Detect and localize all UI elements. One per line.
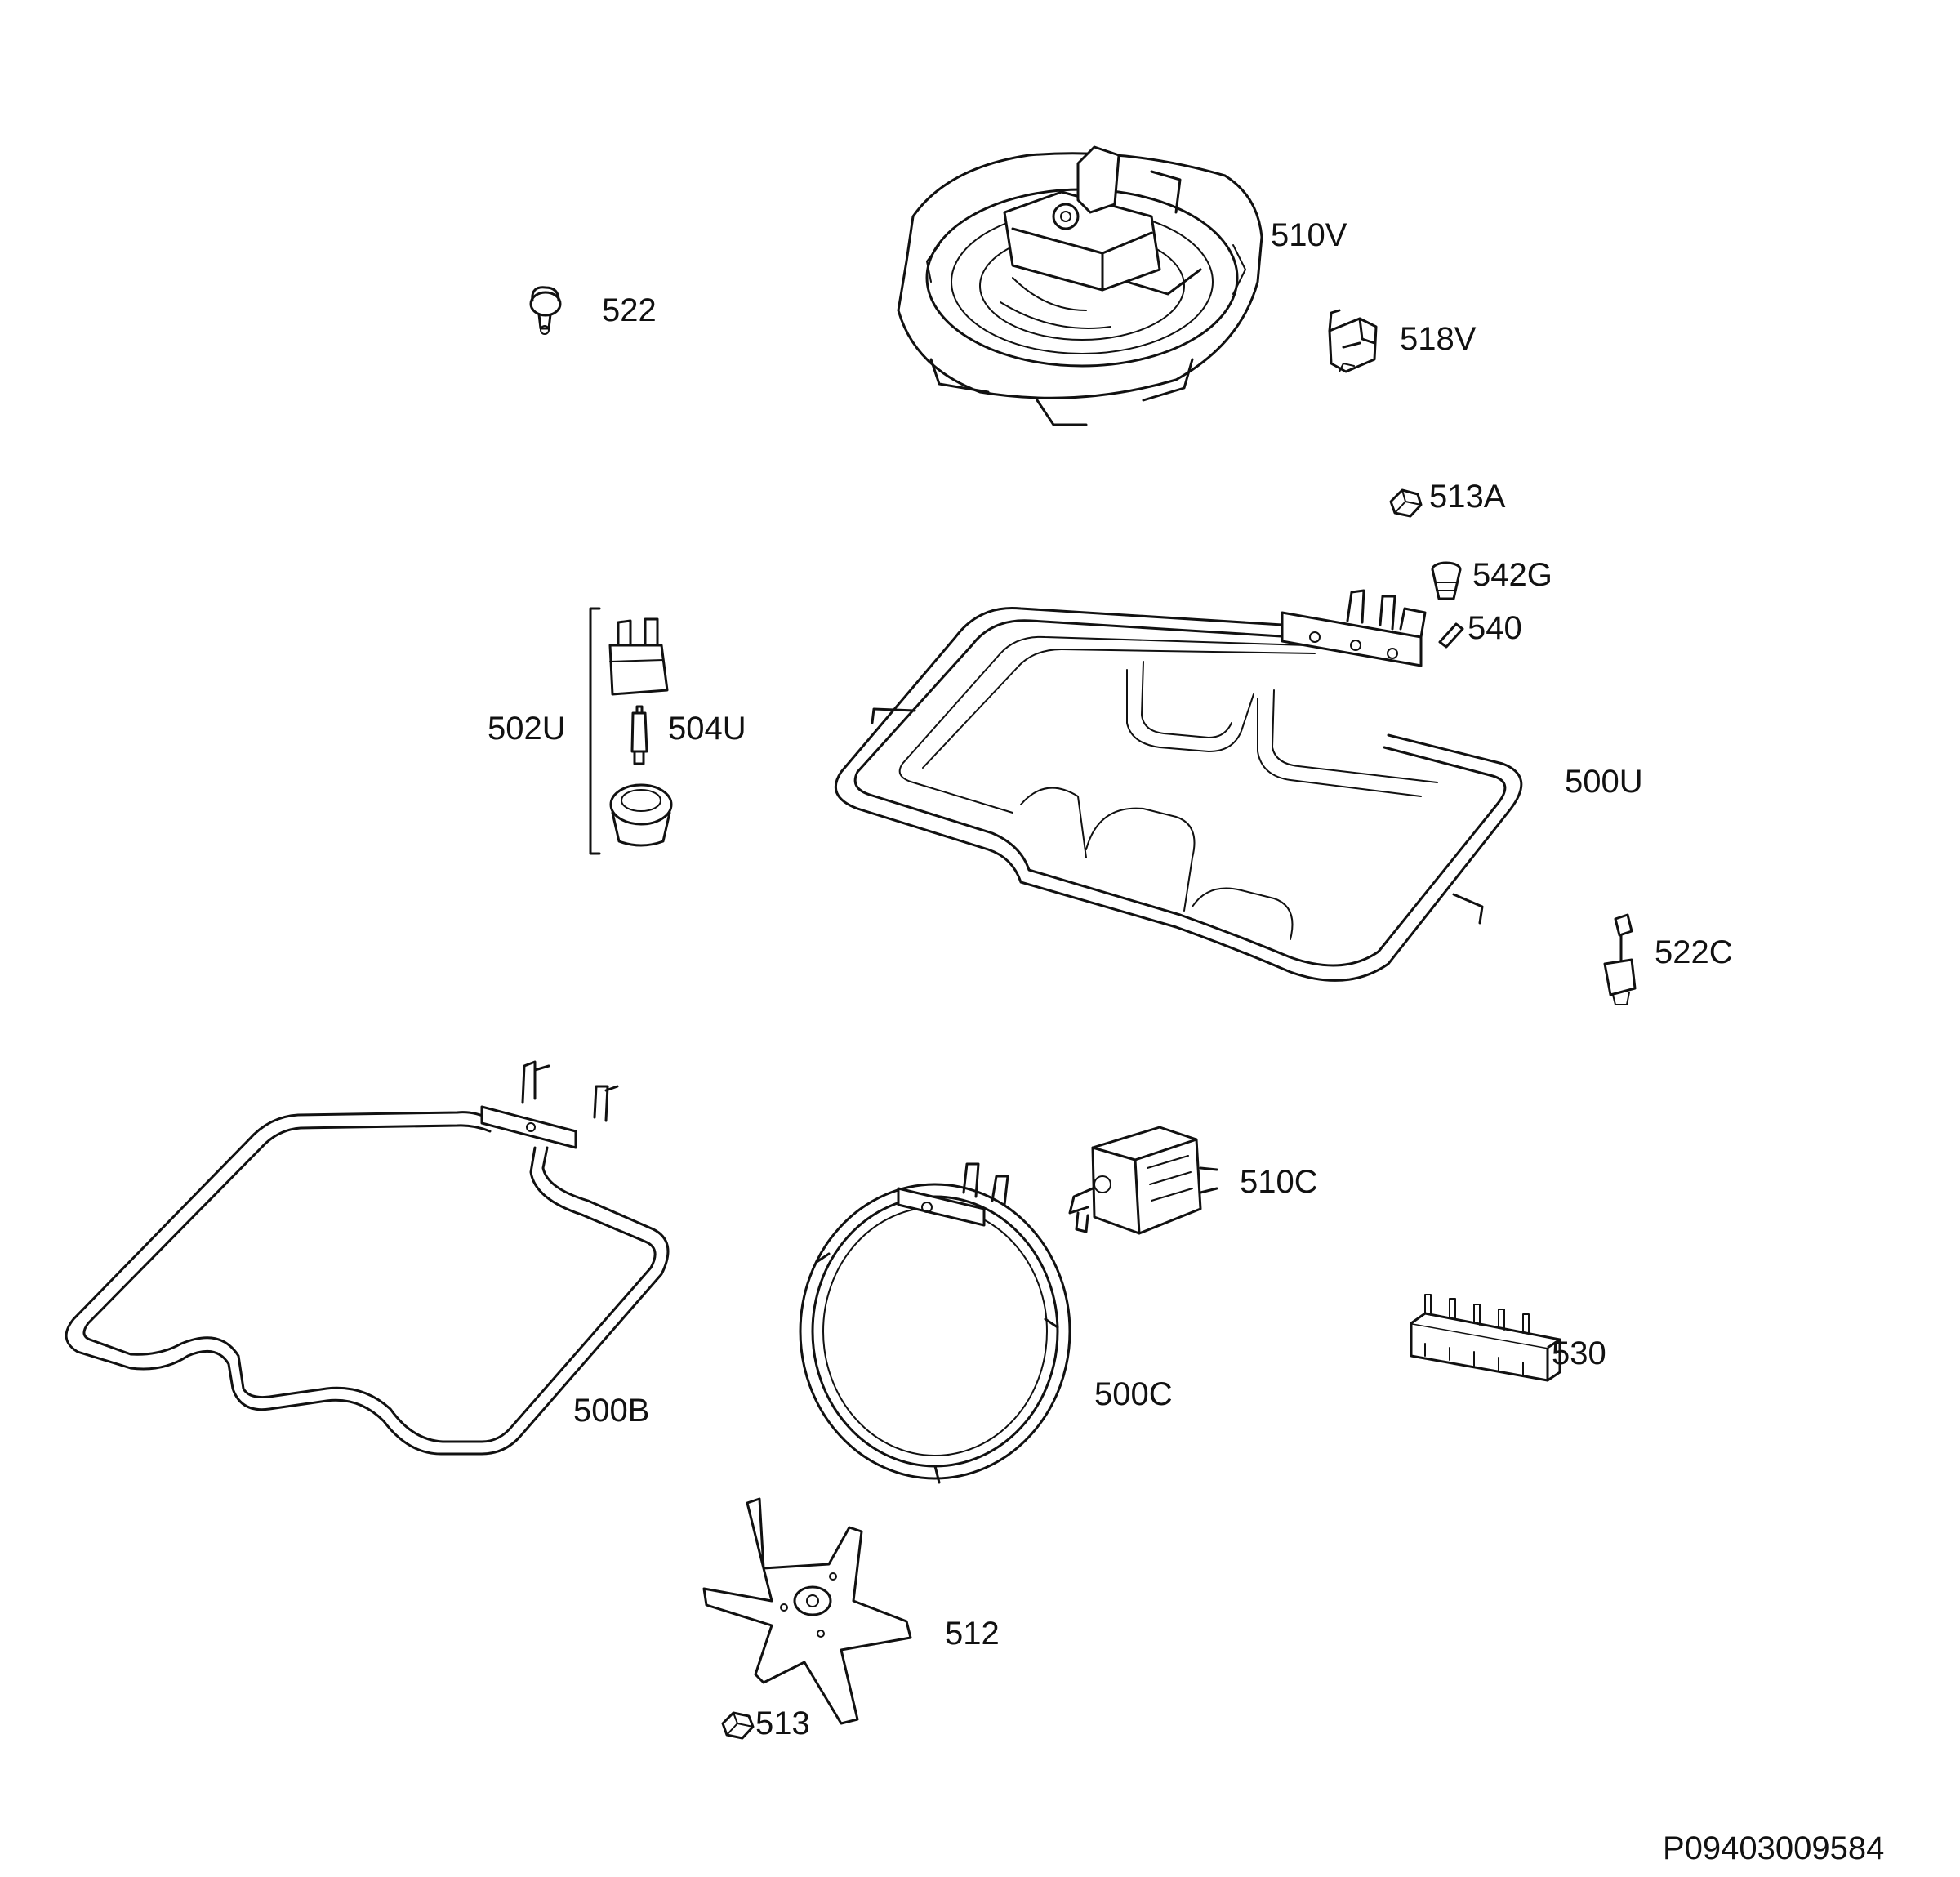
part-513-nut <box>721 1711 755 1740</box>
label-510v: 510V <box>1271 217 1348 253</box>
label-540: 540 <box>1468 610 1522 646</box>
part-542g-cap <box>1431 561 1462 600</box>
diagram-code: P09403009584 <box>1663 1830 1885 1866</box>
label-500u: 500U <box>1565 764 1643 800</box>
part-513a-nut <box>1389 488 1423 518</box>
part-500u-grill-element <box>834 589 1523 982</box>
label-513: 513 <box>755 1705 810 1741</box>
part-510v-fan-motor-assembly <box>897 145 1263 426</box>
part-530-terminal-block <box>1410 1294 1561 1382</box>
part-522-clip <box>529 286 562 335</box>
label-522c: 522C <box>1655 934 1733 970</box>
label-504u: 504U <box>668 711 746 747</box>
part-502u-lamp-assembly <box>589 607 673 855</box>
part-510c-motor <box>1068 1126 1218 1235</box>
label-512: 512 <box>945 1616 1000 1652</box>
label-513a: 513A <box>1429 479 1506 515</box>
label-502u: 502U <box>488 711 566 747</box>
part-522c-sensor <box>1603 913 1637 1005</box>
part-500c-ring-element <box>799 1162 1071 1484</box>
label-510c: 510C <box>1240 1164 1318 1200</box>
label-500c: 500C <box>1094 1376 1173 1412</box>
part-540-pin <box>1438 622 1464 649</box>
label-500b: 500B <box>573 1393 650 1429</box>
label-530: 530 <box>1552 1335 1606 1371</box>
part-518v-bracket <box>1328 309 1378 373</box>
part-500b-bottom-element <box>65 1060 670 1456</box>
label-522: 522 <box>602 292 657 328</box>
label-518v: 518V <box>1400 321 1477 357</box>
label-542g: 542G <box>1472 557 1552 593</box>
part-512-fan-blade <box>702 1497 912 1725</box>
